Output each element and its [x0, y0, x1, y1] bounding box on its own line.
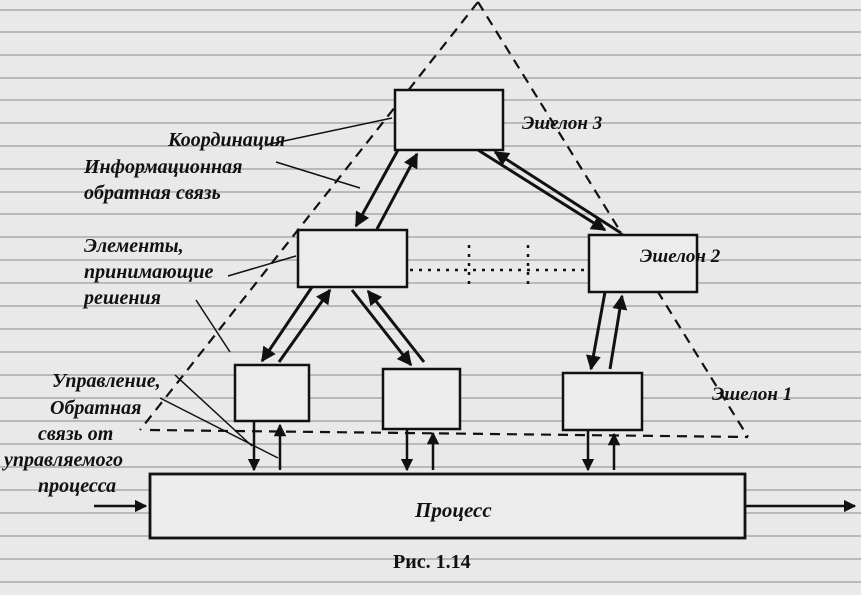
- control-label: Управление,: [52, 370, 161, 392]
- echelon3-label: Эшелон 3: [522, 113, 602, 134]
- echelon1-box-2: [381, 367, 462, 431]
- process-feedback-label-line1: Обратная: [50, 397, 141, 419]
- process-box: [148, 472, 747, 540]
- decision-label-line1: Элементы,: [84, 235, 184, 257]
- echelon2-box-left: [296, 228, 409, 289]
- process-feedback-label-line3: управляемого: [2, 449, 123, 471]
- arrows-e3-e2: [354, 148, 622, 235]
- coordination-label: Координация: [167, 129, 285, 151]
- info-feedback-label-line1: Информационная: [83, 156, 242, 178]
- info-feedback-label-line2: обратная связь: [84, 182, 221, 204]
- echelon3-box: [393, 88, 505, 152]
- echelon2-label: Эшелон 2: [640, 246, 721, 267]
- arrows-e1-process: [247, 421, 621, 472]
- process-label: Процесс: [414, 498, 492, 522]
- decision-label-line3: решения: [82, 287, 161, 309]
- label-leader-lines: [159, 117, 393, 459]
- figure-caption: Рис. 1.14: [393, 551, 471, 573]
- echelon1-box-1: [233, 363, 311, 423]
- decision-label-line2: принимающие: [84, 261, 214, 283]
- arrows-e2-e1: [260, 286, 628, 371]
- process-feedback-label-line4: процесса: [38, 475, 116, 497]
- echelon2-box-right: [587, 233, 699, 294]
- echelon1-label: Эшелон 1: [712, 384, 792, 405]
- echelon1-box-3: [561, 371, 644, 432]
- process-feedback-label-line2: связь от: [38, 423, 113, 445]
- dashed-triangle: [139, 1, 749, 439]
